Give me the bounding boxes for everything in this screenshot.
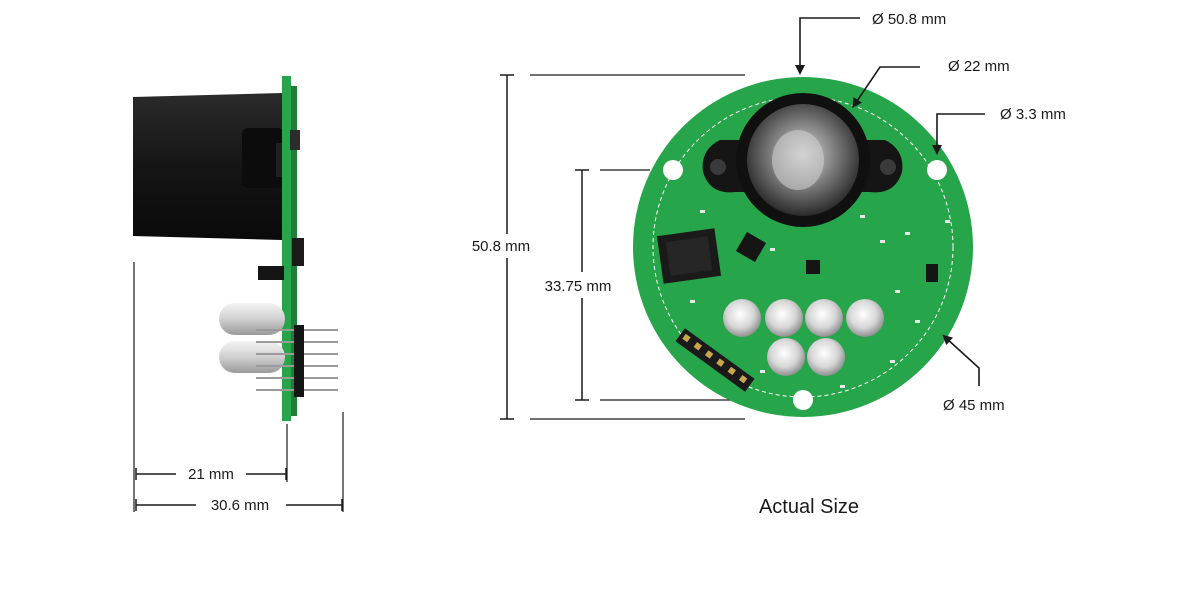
- side-pcb-board: [282, 76, 291, 421]
- dim-label-outer-diameter: Ø 50.8 mm: [872, 11, 946, 28]
- mounting-hole-right: [927, 160, 947, 180]
- side-header-body: [294, 325, 304, 397]
- lens-holder-screw-left: [710, 159, 726, 175]
- side-chip: [290, 130, 300, 150]
- ir-led: [723, 299, 761, 337]
- microcontroller-chip: [656, 228, 722, 284]
- leader-45mm: [942, 334, 980, 386]
- ir-led: [805, 299, 843, 337]
- lens-highlight: [772, 130, 824, 190]
- smd-components: [690, 210, 950, 388]
- dim-label-50-8mm: 50.8 mm: [472, 238, 530, 255]
- header-connector: [675, 328, 755, 392]
- dim-label-lens-diameter: Ø 22 mm: [948, 58, 1010, 75]
- hole-circle-outline: [652, 96, 954, 398]
- side-block: [258, 266, 284, 280]
- dim-label-21mm: 21 mm: [188, 466, 234, 483]
- side-connector: [292, 238, 304, 266]
- small-chip-1: [735, 231, 767, 263]
- leader-22mm: [852, 66, 920, 109]
- mounting-hole-bottom: [793, 390, 813, 410]
- ir-led: [765, 299, 803, 337]
- leader-50-8mm: [795, 17, 860, 75]
- dim-label-33-75mm: 33.75 mm: [545, 278, 612, 295]
- side-led-top: [219, 303, 285, 335]
- ir-led-array: [723, 299, 884, 376]
- lens-holder-screw-right: [880, 159, 896, 175]
- dim-label-hole-diameter: Ø 3.3 mm: [1000, 106, 1066, 123]
- dim-label-hole-circle: Ø 45 mm: [943, 397, 1005, 414]
- side-view: 21 mm 30.6 mm: [133, 76, 344, 516]
- side-led-bottom: [219, 341, 285, 373]
- dim-label-30-6mm: 30.6 mm: [211, 497, 269, 514]
- side-lens-tip: [276, 143, 286, 177]
- ir-led: [807, 338, 845, 376]
- leader-3-3mm: [932, 113, 985, 155]
- small-chip-3: [926, 264, 938, 282]
- front-view: 50.8 mm 33.75 mm: [460, 11, 1066, 518]
- mounting-hole-left: [663, 160, 683, 180]
- caption-actual-size: Actual Size: [759, 496, 859, 518]
- ir-led: [767, 338, 805, 376]
- small-chip-2: [806, 260, 820, 274]
- side-lens-collar: [242, 128, 284, 188]
- ir-led: [846, 299, 884, 337]
